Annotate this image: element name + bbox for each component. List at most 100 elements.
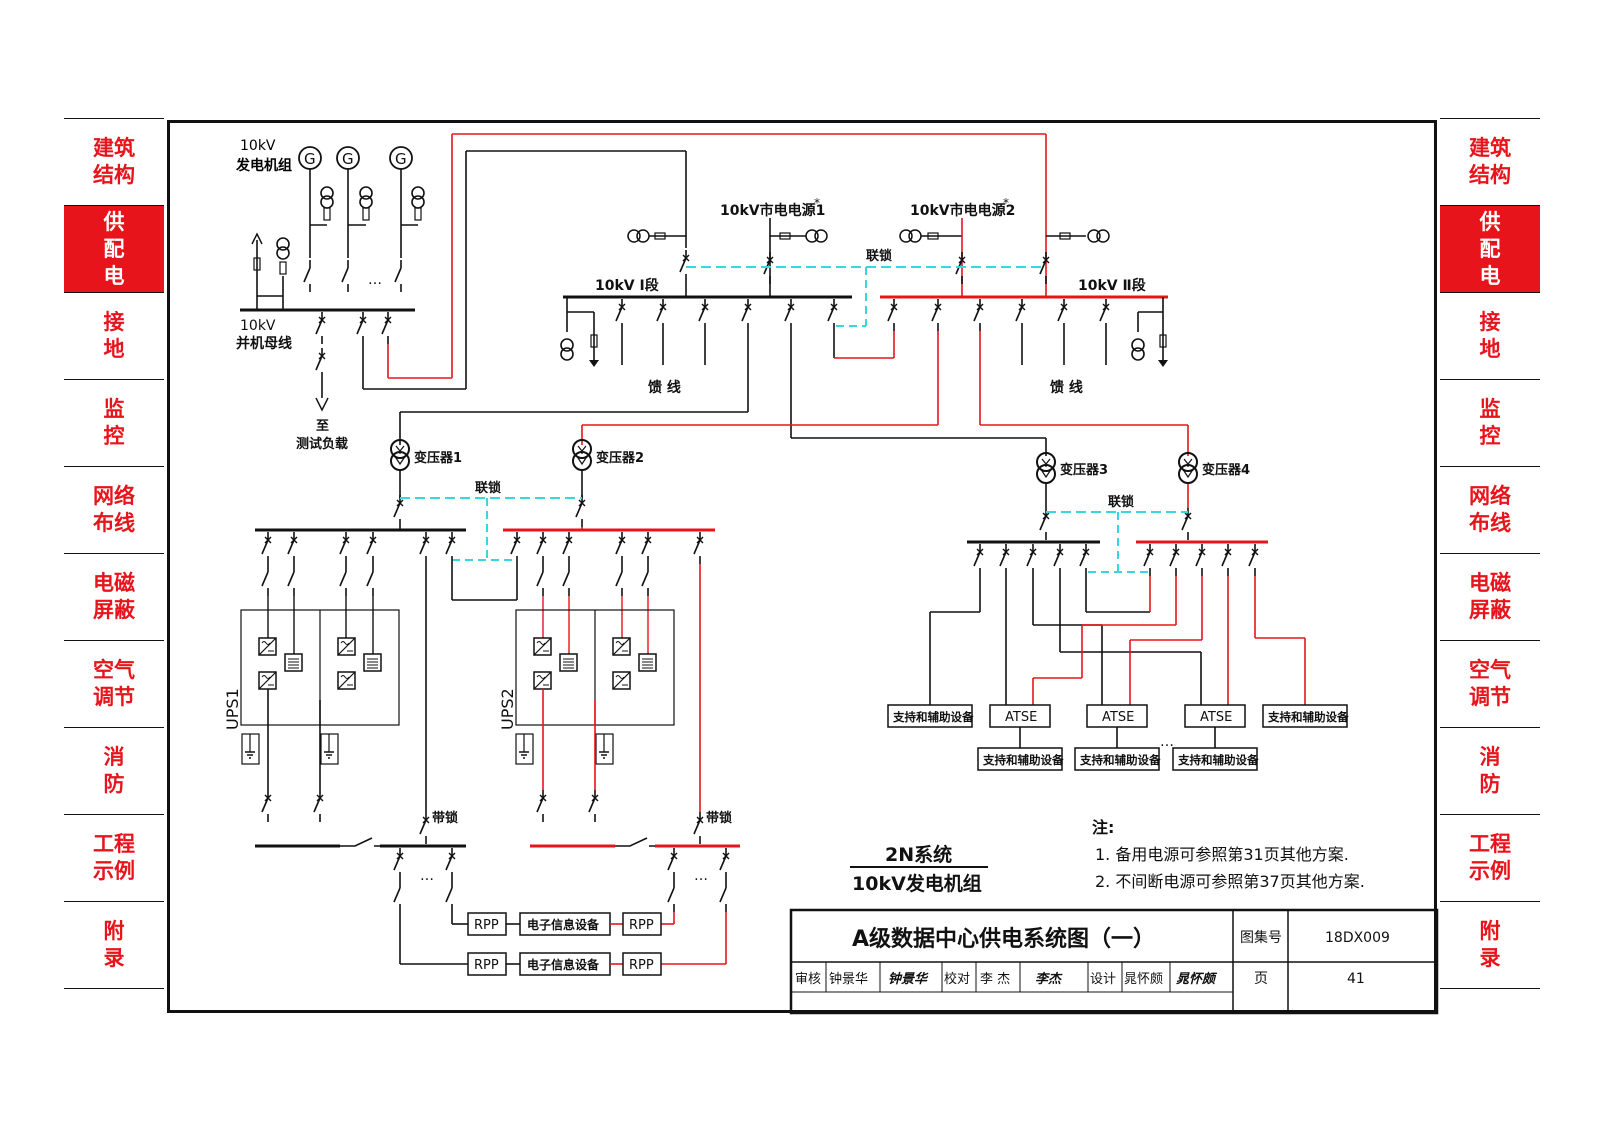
side-nav-right: 建筑结构 供配电 接地 监控 网络布线 电磁屏蔽 空气调节 消防 工程示例 附录 xyxy=(1440,118,1540,989)
tab-cabling[interactable]: 网络布线 xyxy=(64,467,164,554)
svg-text:*: * xyxy=(1003,196,1009,210)
support-equipment-box-1: 支持和辅助设备 xyxy=(977,747,1064,771)
lv-section-ups: 联锁 UPS1 带锁 xyxy=(223,470,740,976)
check-label: 校对 xyxy=(944,971,970,987)
rpp-box xyxy=(622,952,662,976)
tab-cabling-right[interactable]: 网络布线 xyxy=(1440,467,1540,554)
support-equipment-box-right: 支持和辅助设备 xyxy=(1262,704,1349,728)
rpp-row-2: RPP 电子信息设备 RPP xyxy=(467,952,662,976)
svg-text:RPP: RPP xyxy=(474,918,499,933)
transformer-4-label: 变压器4 xyxy=(1202,462,1250,478)
tab-grounding-right[interactable]: 接地 xyxy=(1440,293,1540,380)
page-number: 41 xyxy=(1347,971,1365,987)
tab-em-shielding[interactable]: 电磁屏蔽 xyxy=(64,554,164,641)
svg-text:RPP: RPP xyxy=(629,958,654,973)
svg-text:G: G xyxy=(342,150,354,168)
svg-text:支持和辅助设备: 支持和辅助设备 xyxy=(892,710,974,724)
interlock-label-lv1: 联锁 xyxy=(475,480,501,496)
lv-section-atse: 联锁 xyxy=(887,484,1349,771)
reviewer-signature: 钟景华 xyxy=(888,971,929,987)
main-switchgear: 10kV市电电源1 * 10kV市电电源2 * xyxy=(399,134,1189,456)
tab-air-conditioning[interactable]: 空气调节 xyxy=(64,641,164,728)
svg-text:ATSE: ATSE xyxy=(1200,710,1232,725)
tab-grounding[interactable]: 接地 xyxy=(64,293,164,380)
svg-text:支持和辅助设备: 支持和辅助设备 xyxy=(982,753,1064,767)
utility-source-2: 10kV市电电源2 * xyxy=(899,134,1110,296)
system-subtitle: 10kV发电机组 xyxy=(852,872,982,895)
ups2-label: UPS2 xyxy=(498,688,517,730)
support-equipment-box-2: 支持和辅助设备 xyxy=(1074,747,1161,771)
tab-project-examples[interactable]: 工程示例 xyxy=(64,815,164,902)
notes-head: 注: xyxy=(1092,818,1114,837)
bus-II-label: 10kV Ⅱ段 xyxy=(1078,277,1146,294)
test-load-2: 测试负载 xyxy=(296,436,348,452)
svg-text:G: G xyxy=(304,150,316,168)
tab-power-supply-right[interactable]: 供配电 xyxy=(1440,206,1540,293)
tab-monitoring-right[interactable]: 监控 xyxy=(1440,380,1540,467)
bus-I-label: 10kV Ⅰ段 xyxy=(595,277,659,294)
test-load-1: 至 xyxy=(316,419,329,434)
support-equipment-box-left: 支持和辅助设备 xyxy=(887,704,974,728)
svg-text:…: … xyxy=(368,272,382,288)
generator-section: 10kV 发电机组 G G G … xyxy=(235,133,1046,452)
svg-text:电子信息设备: 电子信息设备 xyxy=(527,917,600,932)
designer-signature: 晁怀颇 xyxy=(1176,971,1218,987)
gen-label-1: 10kV xyxy=(240,138,276,154)
svg-text:支持和辅助设备: 支持和辅助设备 xyxy=(1079,753,1161,767)
svg-text:10kV市电电源1: 10kV市电电源1 xyxy=(720,202,825,219)
svg-text:支持和辅助设备: 支持和辅助设备 xyxy=(1177,753,1259,767)
svg-text:电子信息设备: 电子信息设备 xyxy=(527,957,600,972)
tab-project-examples-right[interactable]: 工程示例 xyxy=(1440,815,1540,902)
design-label: 设计 xyxy=(1090,972,1116,987)
title-block: A级数据中心供电系统图（一） 图集号 18DX009 页 41 审核 钟景华 钟… xyxy=(789,908,1439,1015)
designer-name: 晁怀颇 xyxy=(1124,971,1163,987)
system-title: 2N系统 xyxy=(885,843,952,866)
transformer-3-label: 变压器3 xyxy=(1060,462,1108,478)
tab-power-supply[interactable]: 供配电 xyxy=(64,206,164,293)
tab-appendix[interactable]: 附录 xyxy=(64,902,164,989)
svg-text:…: … xyxy=(694,868,708,884)
svg-text:G: G xyxy=(395,150,407,168)
system-label: 2N系统 10kV发电机组 xyxy=(850,843,988,895)
tab-appendix-right[interactable]: 附录 xyxy=(1440,902,1540,989)
with-lock-left: 带锁 xyxy=(432,810,458,826)
svg-text:…: … xyxy=(1160,734,1174,750)
tab-air-conditioning-right[interactable]: 空气调节 xyxy=(1440,641,1540,728)
generator-3: G xyxy=(389,146,413,170)
svg-text:ATSE: ATSE xyxy=(1102,710,1134,725)
tab-em-shielding-right[interactable]: 电磁屏蔽 xyxy=(1440,554,1540,641)
reviewer-name: 钟景华 xyxy=(829,971,868,987)
with-lock-right: 带锁 xyxy=(706,810,732,826)
interlock-label-lv2: 联锁 xyxy=(1108,494,1134,510)
checker-name: 李 杰 xyxy=(980,972,1010,987)
svg-text:…: … xyxy=(420,868,434,884)
feeder-left-label: 馈 线 xyxy=(648,379,681,396)
page-label: 页 xyxy=(1254,971,1268,987)
rpp-row-1: RPP 电子信息设备 RPP xyxy=(467,912,662,936)
review-label: 审核 xyxy=(795,972,821,987)
drawing-title: A级数据中心供电系统图（一） xyxy=(852,926,1155,952)
tab-fire-protection-right[interactable]: 消防 xyxy=(1440,728,1540,815)
transformer-1-label: 变压器1 xyxy=(414,450,462,466)
feeder-right-label: 馈 线 xyxy=(1050,379,1083,396)
ups1-label: UPS1 xyxy=(223,688,242,730)
note-1: 1. 备用电源可参照第31页其他方案. xyxy=(1095,845,1349,864)
atse-box-2: ATSE xyxy=(1086,704,1148,728)
atse-box-1: ATSE xyxy=(989,704,1051,728)
drawing-frame xyxy=(167,120,1437,1013)
tab-fire-protection[interactable]: 消防 xyxy=(64,728,164,815)
svg-text:ATSE: ATSE xyxy=(1005,710,1037,725)
note-2: 2. 不间断电源可参照第37页其他方案. xyxy=(1095,872,1365,891)
svg-text:RPP: RPP xyxy=(474,958,499,973)
tab-structure-right[interactable]: 建筑结构 xyxy=(1440,119,1540,206)
atlas-label: 图集号 xyxy=(1240,929,1282,946)
svg-text:支持和辅助设备: 支持和辅助设备 xyxy=(1267,710,1349,724)
tab-monitoring[interactable]: 监控 xyxy=(64,380,164,467)
side-nav-left: 建筑结构 供配电 接地 监控 网络布线 电磁屏蔽 空气调节 消防 工程示例 附录 xyxy=(64,118,164,989)
tab-structure[interactable]: 建筑结构 xyxy=(64,119,164,206)
generator-1: G xyxy=(298,146,322,170)
checker-signature: 李杰 xyxy=(1035,971,1063,987)
svg-text:10kV市电电源2: 10kV市电电源2 xyxy=(910,202,1015,219)
svg-text:RPP: RPP xyxy=(629,918,654,933)
